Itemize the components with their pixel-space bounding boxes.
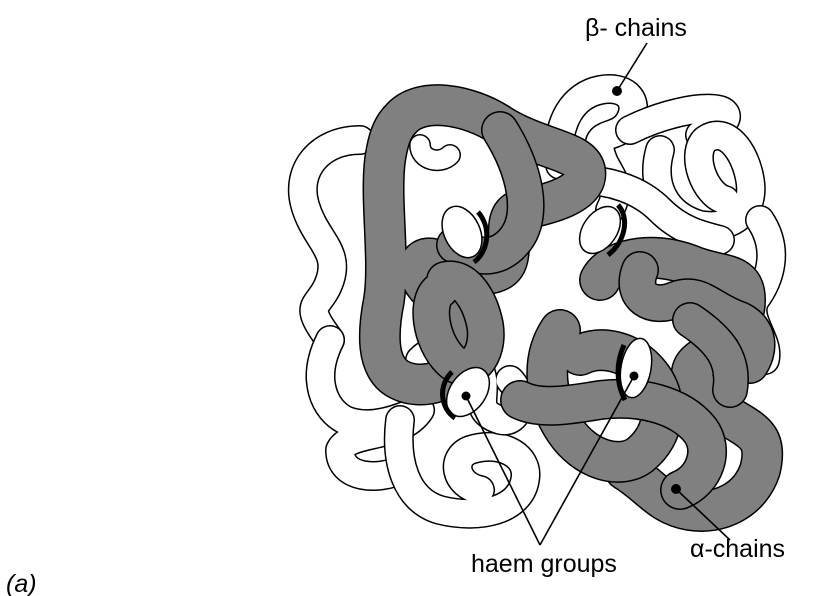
alpha-chain-segment xyxy=(618,251,776,384)
alpha-pointer-line xyxy=(675,488,731,541)
alpha-pointer-dot xyxy=(671,484,681,494)
haem-groups-label: haem groups xyxy=(471,550,617,578)
label-pointers xyxy=(461,42,731,546)
beta-chain-segment xyxy=(409,134,461,172)
beta-pointer-line xyxy=(616,42,648,92)
beta-pointer-dot xyxy=(612,86,622,96)
haem-disc xyxy=(441,205,490,265)
panel-label: (a) xyxy=(6,570,37,596)
haem-pointer-line-left xyxy=(465,395,541,546)
beta-chain-segment xyxy=(287,125,375,355)
haem-pointer-dot-left xyxy=(461,391,471,401)
alpha-chain-segment xyxy=(358,84,607,406)
alpha-chain-segment xyxy=(500,378,727,510)
alpha-chains-label: α-chains xyxy=(690,535,785,563)
beta-chain-tubes xyxy=(287,74,787,529)
alpha-chain-segment xyxy=(412,260,505,386)
beta-chains-label: β- chains xyxy=(585,14,687,42)
haem-pointer-line-right xyxy=(539,375,635,546)
haem-groups xyxy=(440,203,653,421)
beta-chain-segment xyxy=(305,325,435,491)
beta-chain-segment xyxy=(383,405,541,529)
haem-pointer-dot-right xyxy=(629,371,639,381)
alpha-chain-segment xyxy=(672,302,749,408)
haem-disc xyxy=(578,203,628,257)
